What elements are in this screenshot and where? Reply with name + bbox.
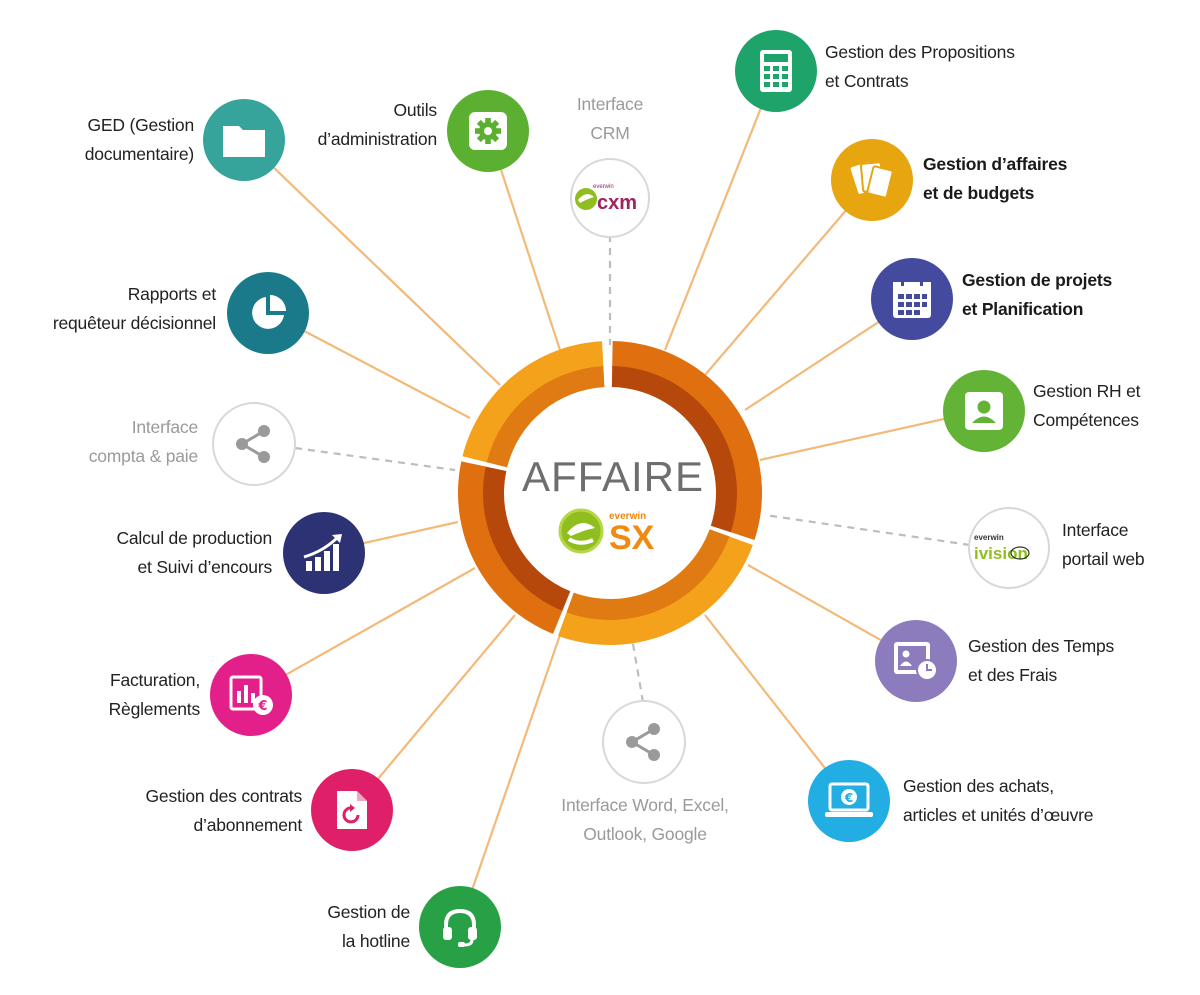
facturation-label: Facturation,Règlements: [108, 670, 201, 719]
ring-segment-inner: [566, 529, 730, 620]
hub-title: AFFAIRE: [521, 453, 705, 500]
link-abonnement: [351, 614, 516, 811]
everwin-sx-logo: everwin SX: [558, 508, 655, 554]
ged-node[interactable]: [203, 99, 285, 181]
gear-icon: [469, 112, 507, 150]
link-propositions: [663, 69, 778, 351]
pie-chart-icon: [252, 295, 286, 329]
ring-segment-outer: [558, 536, 753, 645]
word-label: Interface Word, Excel,Outlook, Google: [561, 795, 729, 844]
abonnement-node[interactable]: [311, 769, 393, 851]
link-hotline: [458, 634, 562, 926]
svg-text:€: €: [257, 699, 267, 714]
person-icon: [965, 392, 1003, 430]
growth-chart-icon: [303, 534, 342, 571]
cards-icon: [850, 161, 894, 199]
link-word: [630, 637, 645, 703]
temps-node[interactable]: [875, 620, 957, 702]
rapports-node[interactable]: [227, 272, 309, 354]
link-compta: [294, 446, 456, 472]
facturation-node[interactable]: €: [210, 654, 292, 736]
achats-node[interactable]: €: [808, 760, 890, 842]
share-icon: [236, 425, 270, 463]
document-refresh-icon: [337, 791, 367, 829]
link-facturation: [249, 567, 476, 696]
timesheet-icon: [894, 642, 938, 681]
svg-text:cxm: cxm: [597, 192, 637, 214]
headset-icon: [443, 908, 477, 947]
ring-segment-inner: [483, 466, 571, 611]
propositions-node[interactable]: [735, 30, 817, 112]
outils-node[interactable]: [447, 90, 529, 172]
ring-segment-outer: [612, 341, 762, 540]
rh-node[interactable]: [943, 370, 1025, 452]
calendar-icon: [893, 278, 931, 318]
calculator-icon: [760, 50, 792, 92]
portail-node[interactable]: everwin ivision: [968, 507, 1050, 589]
projets-node[interactable]: [871, 258, 953, 340]
svg-text:everwin: everwin: [974, 533, 1004, 542]
ring-segment-inner: [611, 366, 737, 533]
ring-segment-outer: [462, 341, 604, 463]
share-icon: [626, 723, 660, 761]
word-node[interactable]: [602, 700, 686, 784]
invoice-euro-icon: €: [229, 675, 273, 715]
laptop-euro-icon: €: [825, 782, 873, 817]
svg-text:€: €: [844, 791, 853, 805]
ring-segment-inner: [486, 366, 605, 468]
production-node[interactable]: [283, 512, 365, 594]
svg-text:everwin: everwin: [593, 184, 614, 190]
link-ged: [244, 139, 501, 386]
brand-small-text: everwin: [609, 511, 646, 522]
folder-icon: [223, 126, 265, 157]
link-portail: [764, 513, 971, 547]
brand-big-text: SX: [609, 519, 655, 554]
compta-node[interactable]: [212, 402, 296, 486]
affaires-node[interactable]: [831, 139, 913, 221]
achats-label: Gestion des achats,articles et unités d’…: [903, 776, 1094, 825]
ivision-logo: everwin ivision: [974, 533, 1030, 563]
link-affaires: [704, 179, 873, 376]
crm-node[interactable]: everwin cxm: [570, 158, 650, 238]
cxm-logo: everwin cxm: [575, 184, 637, 214]
hotline-node[interactable]: [419, 886, 501, 968]
